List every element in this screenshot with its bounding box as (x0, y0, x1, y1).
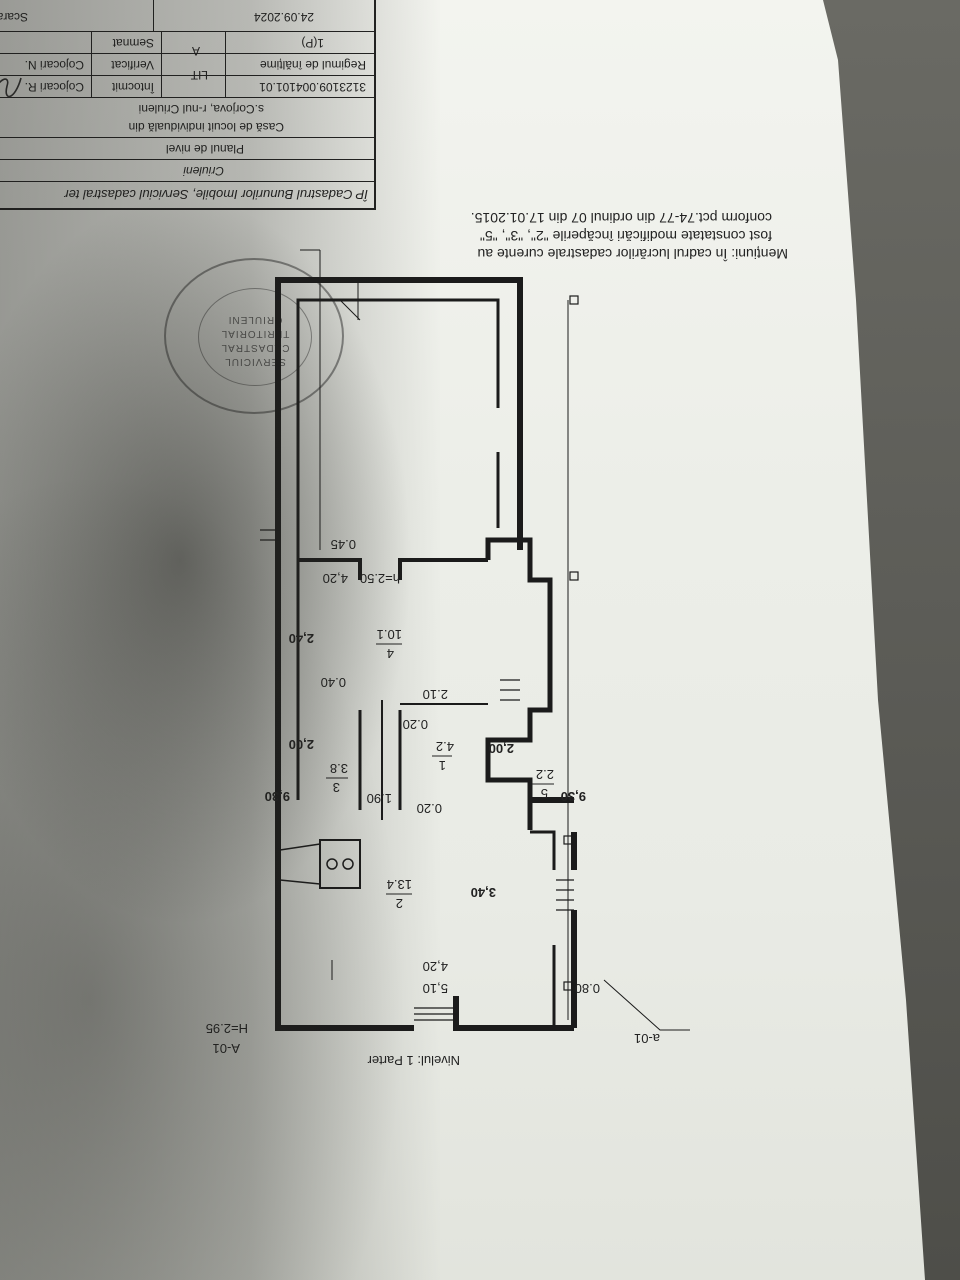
room-1-area: 4.2 (436, 739, 454, 754)
room-4-area: 10.1 (377, 627, 402, 642)
room-1-number: 1 (439, 758, 446, 773)
dim-total-length: 9,30 (561, 789, 586, 804)
dim-hall-length: 1.90 (367, 791, 392, 806)
dim-corridor-width: 2,00 (489, 741, 514, 756)
dim-room2-width: 4,20 (423, 959, 448, 974)
dim-corridor-width-2: 2,00 (289, 737, 314, 752)
section-mark: a-01 (634, 1031, 660, 1046)
room-4-number: 4 (387, 646, 394, 661)
dim-room4-depth: 2,40 (289, 631, 314, 646)
dim-offset-b: 0.45 (331, 537, 356, 552)
building-height: H=2.95 (206, 1021, 248, 1036)
dim-inner-length: 9,30 (265, 789, 290, 804)
dim-room4-width: 4,20 (323, 571, 348, 586)
room-2-number: 2 (396, 896, 403, 911)
building-mark: A-01 (213, 1041, 240, 1056)
room-5-area: 2.2 (536, 767, 554, 782)
dim-front-left: 5,10 (423, 981, 448, 996)
dim-room2-depth: 3,40 (471, 885, 496, 900)
dim-wall-b: 0.20 (403, 717, 428, 732)
room-5-number: 5 (541, 786, 548, 801)
dim-wall-a: 0.20 (417, 801, 442, 816)
room-height: h=2.50 (360, 571, 400, 586)
room-2-area: 13.4 (387, 877, 412, 892)
room-3-number: 3 (333, 780, 340, 795)
dim-front-step: 0.80 (575, 981, 600, 996)
dim-offset-a: 0.40 (321, 675, 346, 690)
room-3-area: 3.8 (330, 761, 348, 776)
dim-hall-width: 2.10 (423, 687, 448, 702)
